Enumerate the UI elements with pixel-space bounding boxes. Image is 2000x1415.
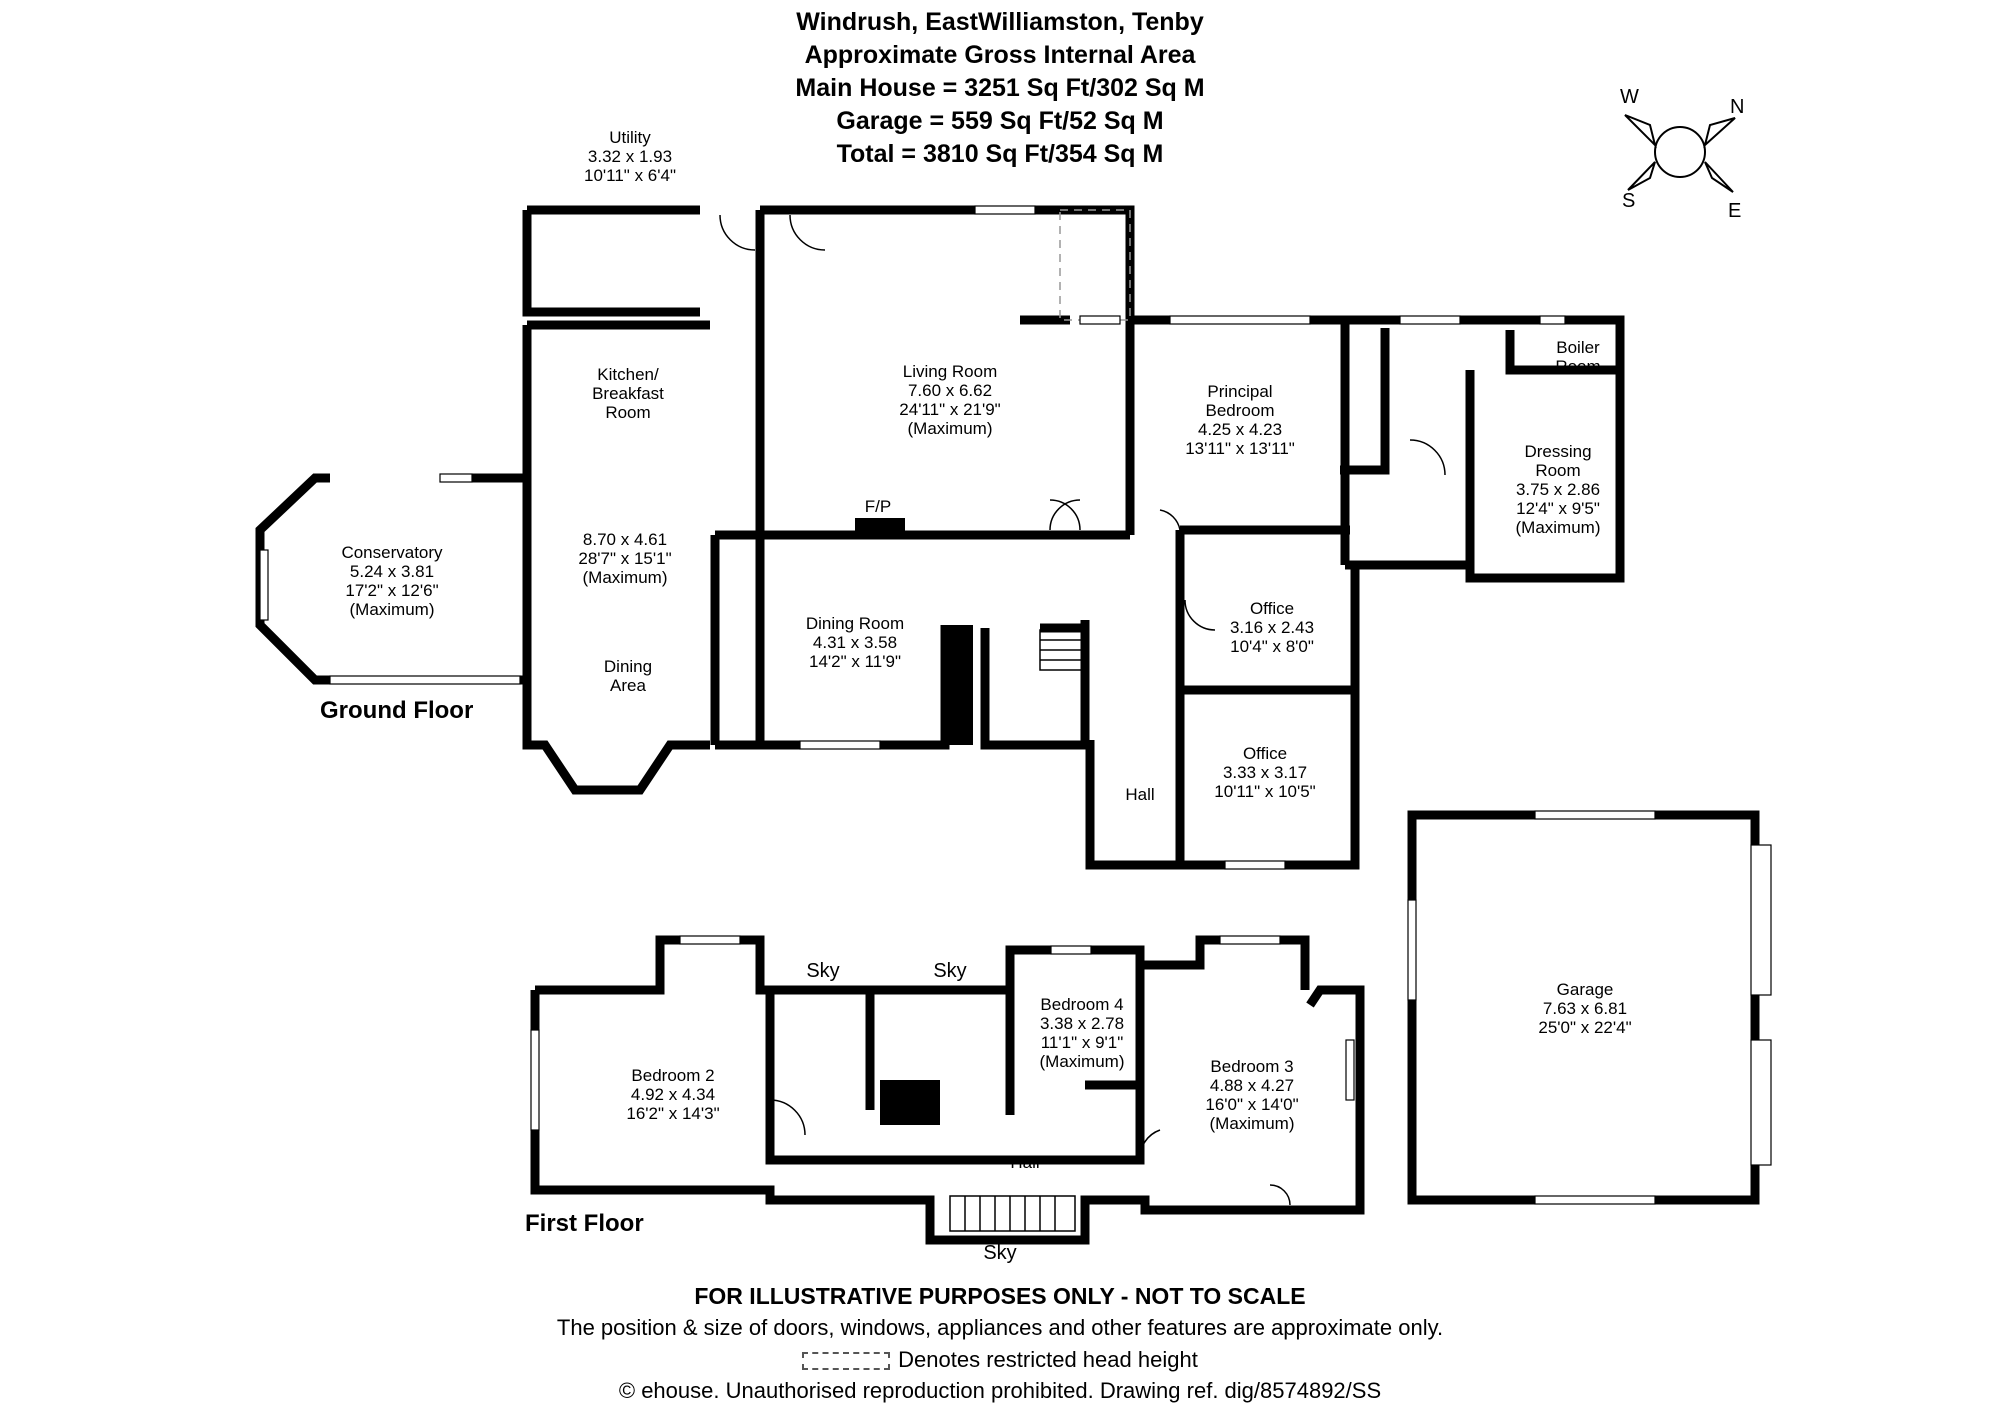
door-swings <box>719 214 1446 1206</box>
restricted-height-outline <box>1059 209 1131 321</box>
fireplace-label: F/P <box>864 497 892 516</box>
main-house-area: Main House = 3251 Sq Ft/302 Sq M <box>795 74 1205 102</box>
kitchen-walls <box>522 320 710 795</box>
dining-room-walls <box>710 530 1130 750</box>
area-subtitle: Approximate Gross Internal Area <box>804 41 1196 69</box>
first-floor-label: First Floor <box>525 1210 644 1237</box>
skylight-label: Sky <box>983 1242 1017 1264</box>
ground-hall-label: Hall <box>1125 785 1155 804</box>
compass-e: E <box>1728 200 1742 222</box>
copyright-text: © ehouse. Unauthorised reproduction proh… <box>618 1378 1382 1403</box>
compass-w: W <box>1620 86 1639 108</box>
first-floor-walls <box>530 935 1365 1245</box>
chimney-block <box>945 625 973 745</box>
windows <box>259 205 1772 1205</box>
wc-walls <box>980 620 1090 750</box>
ground-floor-label: Ground Floor <box>320 697 474 724</box>
disclaimer-text: The position & size of doors, windows, a… <box>556 1315 1444 1340</box>
garage-area: Garage = 559 Sq Ft/52 Sq M <box>836 107 1164 135</box>
skylight-label: Sky <box>806 960 840 982</box>
disclaimer-title: FOR ILLUSTRATIVE PURPOSES ONLY - NOT TO … <box>694 1283 1306 1309</box>
office-walls <box>1085 530 1360 870</box>
first-stairs <box>949 1195 1076 1232</box>
first-hall-label: Hall <box>1010 1153 1040 1172</box>
restricted-height-legend: Denotes restricted head height <box>0 1347 2000 1373</box>
total-area: Total = 3810 Sq Ft/354 Sq M <box>836 140 1164 168</box>
utility-walls <box>522 205 700 317</box>
skylight-label: Sky <box>933 960 967 982</box>
compass-n: N <box>1730 96 1745 118</box>
principal-walls <box>1180 320 1620 565</box>
compass-rose <box>1624 114 1736 193</box>
restricted-height-swatch <box>802 1352 891 1371</box>
first-floor-chimney <box>880 1080 940 1125</box>
floorplan-header: Windrush, EastWilliamston, Tenby Approxi… <box>0 6 2000 171</box>
fireplace-block <box>855 518 905 536</box>
compass-s: S <box>1622 190 1636 212</box>
property-title: Windrush, EastWilliamston, Tenby <box>796 8 1204 36</box>
ground-stairs <box>1039 629 1083 671</box>
first-floor-inner-walls <box>765 965 1145 1165</box>
